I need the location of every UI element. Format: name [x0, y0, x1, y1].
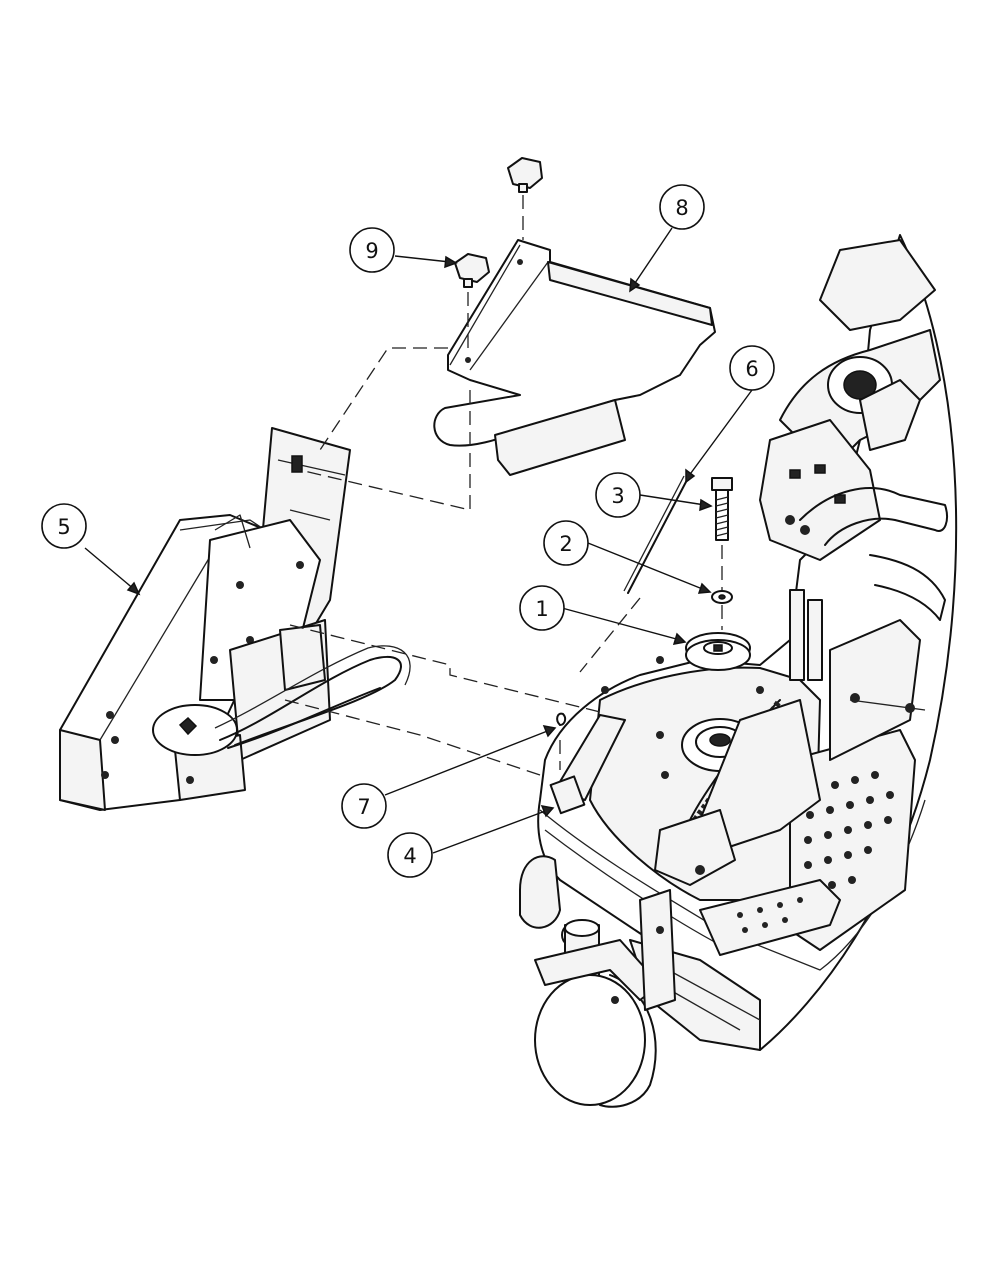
callout-3: 3: [595, 472, 641, 518]
svg-text:1: 1: [535, 597, 548, 621]
svg-text:5: 5: [57, 515, 70, 539]
callout-4: 4: [387, 832, 433, 878]
svg-text:4: 4: [403, 844, 416, 868]
knob-upper: [507, 157, 543, 240]
svg-text:3: 3: [611, 484, 624, 508]
svg-text:7: 7: [357, 795, 370, 819]
callout-leaders: [84, 227, 753, 854]
svg-text:9: 9: [365, 239, 378, 263]
callout-7: 7: [341, 783, 387, 829]
assembly-lines: [284, 347, 641, 776]
knob-lower: [454, 253, 490, 350]
callout-1: 1: [519, 585, 565, 631]
blower-housing-assembly: [59, 427, 411, 811]
svg-text:6: 6: [745, 357, 758, 381]
callout-6: 6: [729, 345, 775, 391]
callout-2: 2: [543, 520, 589, 566]
foot-plate-holes: [804, 771, 894, 894]
callout-9: 9: [349, 227, 395, 273]
hardware-stack: [556, 475, 751, 770]
svg-text:2: 2: [559, 532, 572, 556]
mower-deck-assembly: [519, 234, 958, 1108]
callout-8: 8: [659, 184, 705, 230]
svg-text:8: 8: [675, 196, 688, 220]
callout-5: 5: [41, 503, 87, 549]
chute-cover: [433, 239, 716, 476]
